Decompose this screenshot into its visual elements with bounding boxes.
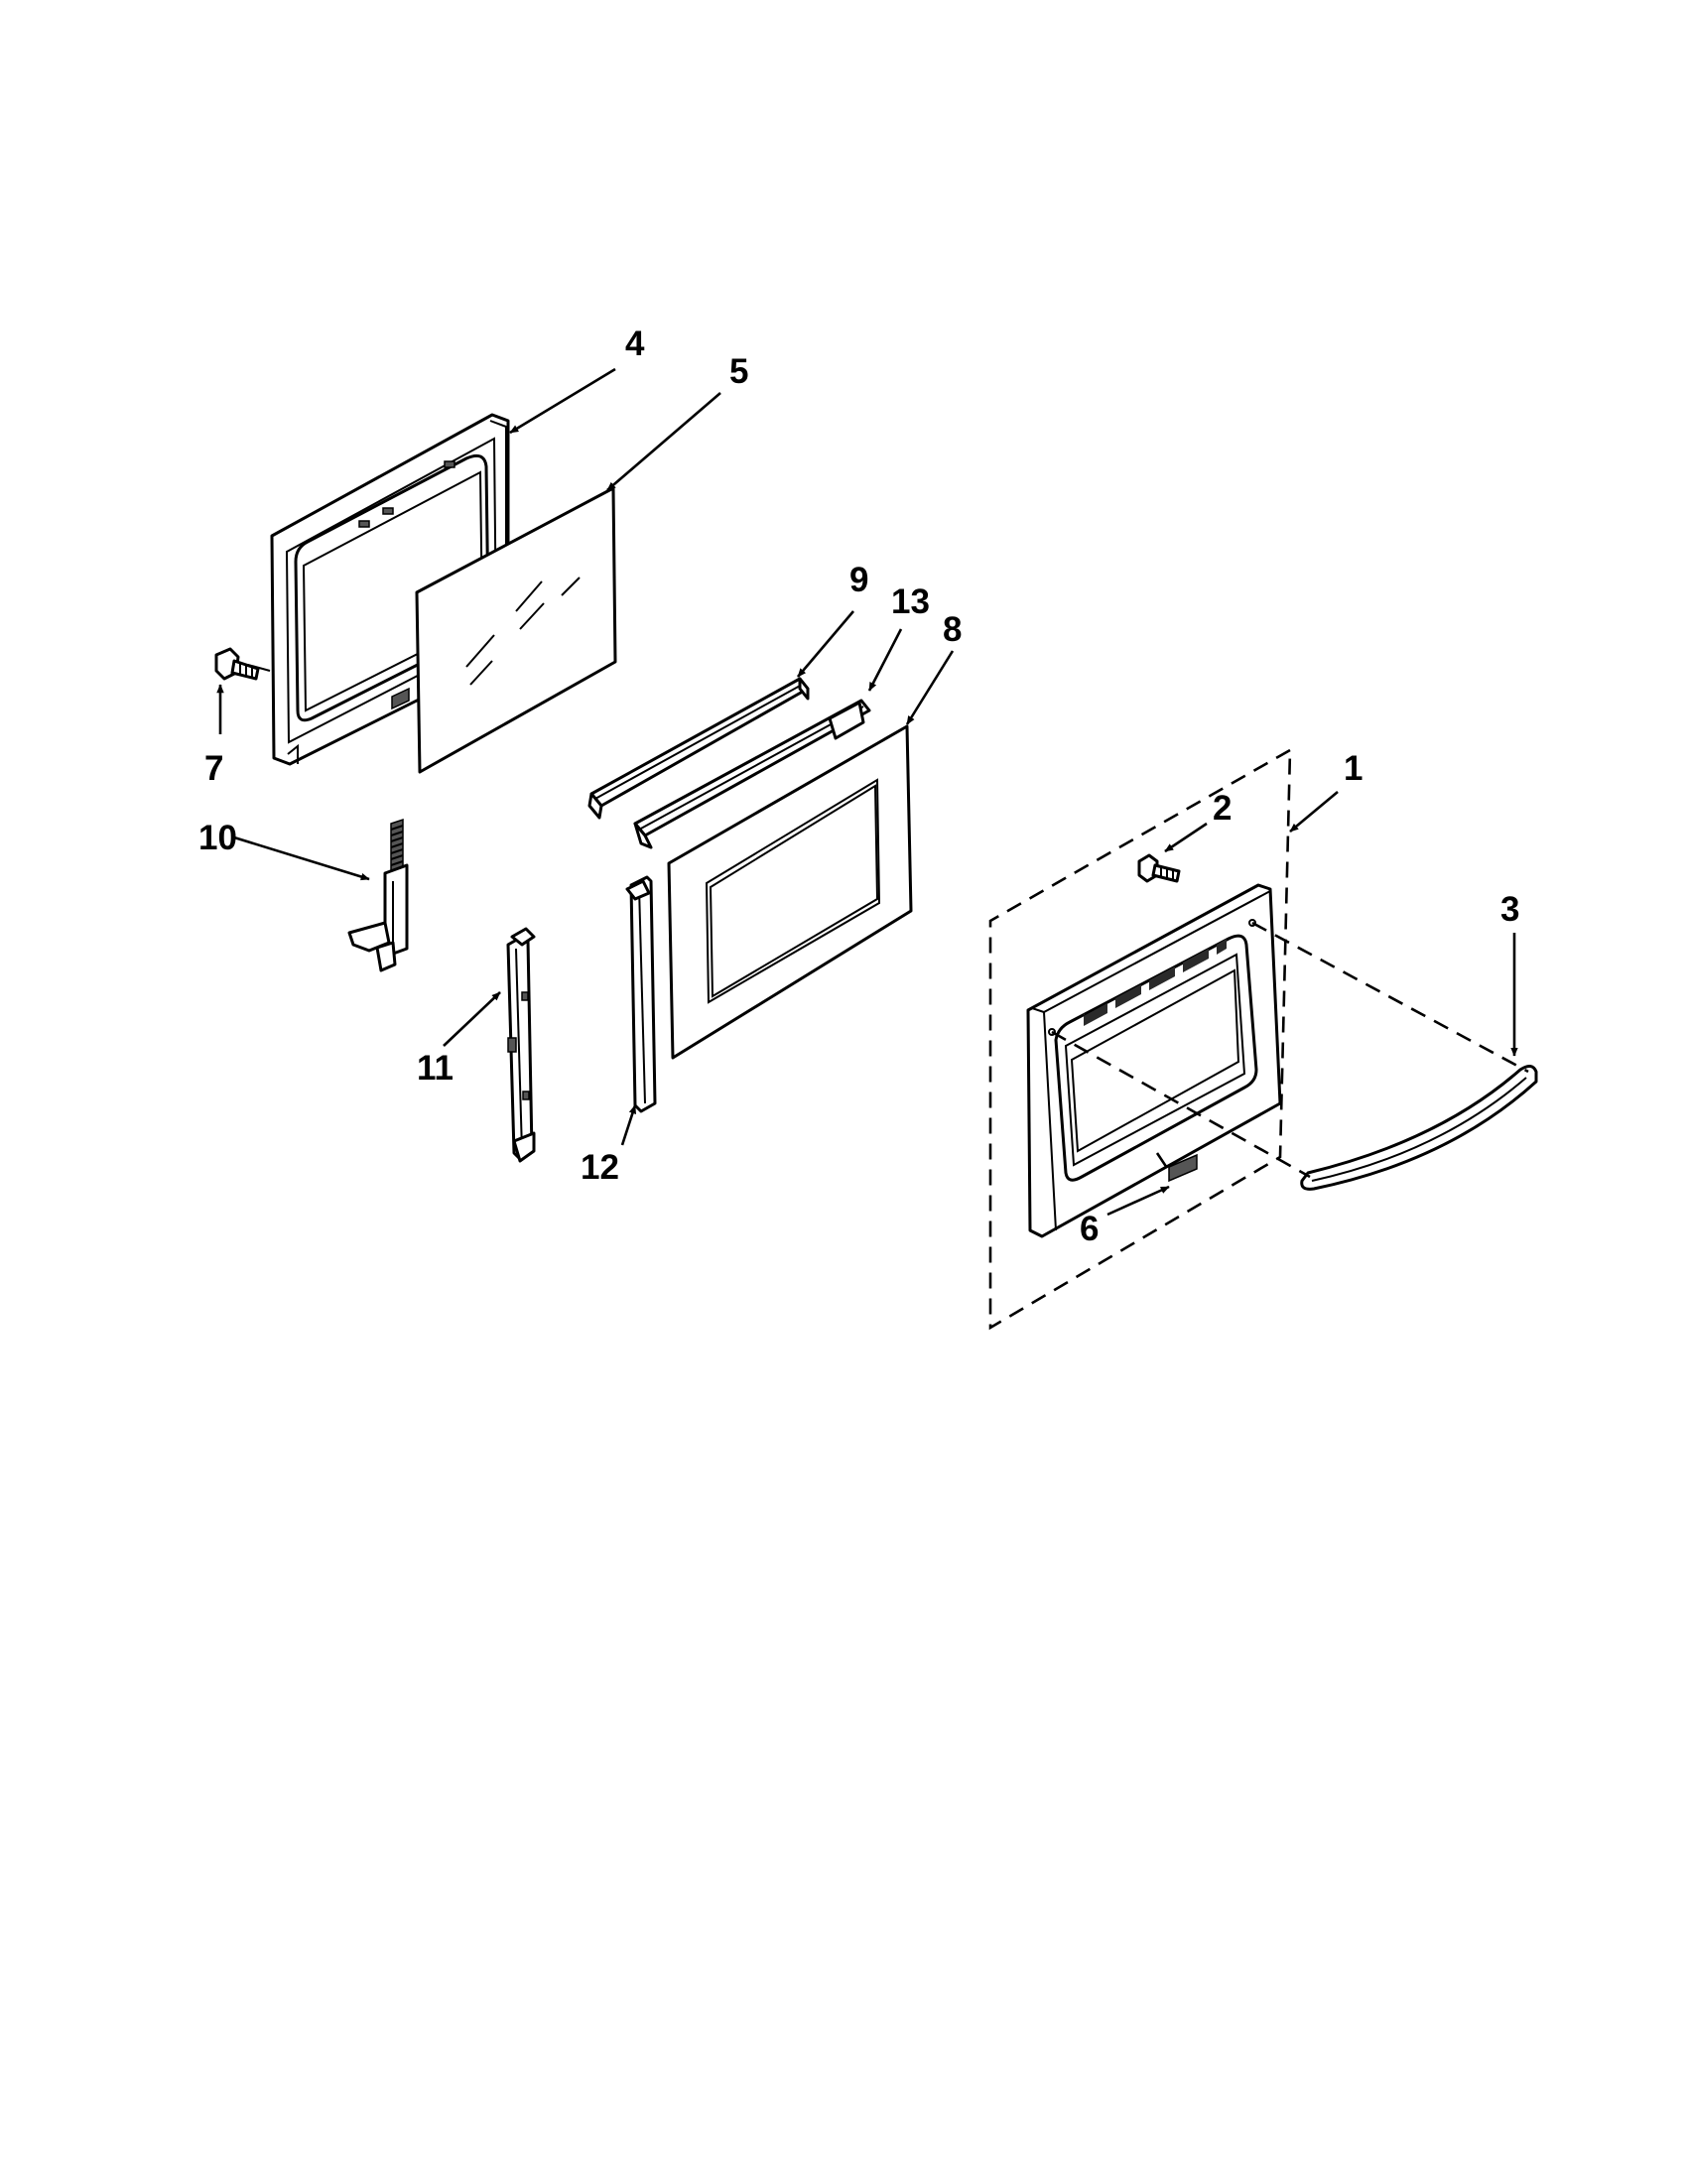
callout-3: 3	[1500, 890, 1519, 929]
part-10-hinge	[347, 818, 409, 972]
callout-13: 13	[891, 582, 930, 621]
part-8-outer-glass	[667, 724, 913, 1060]
part-9-top-trim	[587, 677, 810, 820]
callout-8: 8	[943, 610, 962, 649]
callout-6: 6	[1080, 1210, 1099, 1248]
callout-2: 2	[1213, 789, 1232, 828]
part-6-badge	[1168, 1153, 1198, 1183]
part-13-spacer	[633, 699, 871, 849]
callout-7: 7	[204, 749, 223, 788]
callout-9: 9	[849, 561, 868, 599]
part-11-side-channel	[506, 927, 536, 1163]
assembly-lines	[1051, 921, 1529, 1179]
part-7-screw	[214, 647, 260, 681]
callout-12: 12	[581, 1148, 619, 1187]
callout-4: 4	[625, 324, 645, 363]
callout-10: 10	[198, 819, 237, 857]
outer-door-panel	[1026, 883, 1282, 1238]
callout-labels: 4 5 9 13 8 7 10 11 12 1 2 3 6	[198, 324, 1519, 1248]
callout-11: 11	[417, 1049, 454, 1088]
part-3-door-handle	[1300, 1065, 1538, 1191]
part-2-screw	[1137, 853, 1181, 883]
leader-lines	[216, 367, 1518, 1217]
callout-1: 1	[1344, 749, 1363, 788]
part-5-glass-panel	[415, 486, 617, 774]
callout-5: 5	[729, 352, 748, 391]
part-1-door-assembly-outline	[988, 747, 1292, 1331]
part-12-glass-retainer	[625, 875, 657, 1113]
